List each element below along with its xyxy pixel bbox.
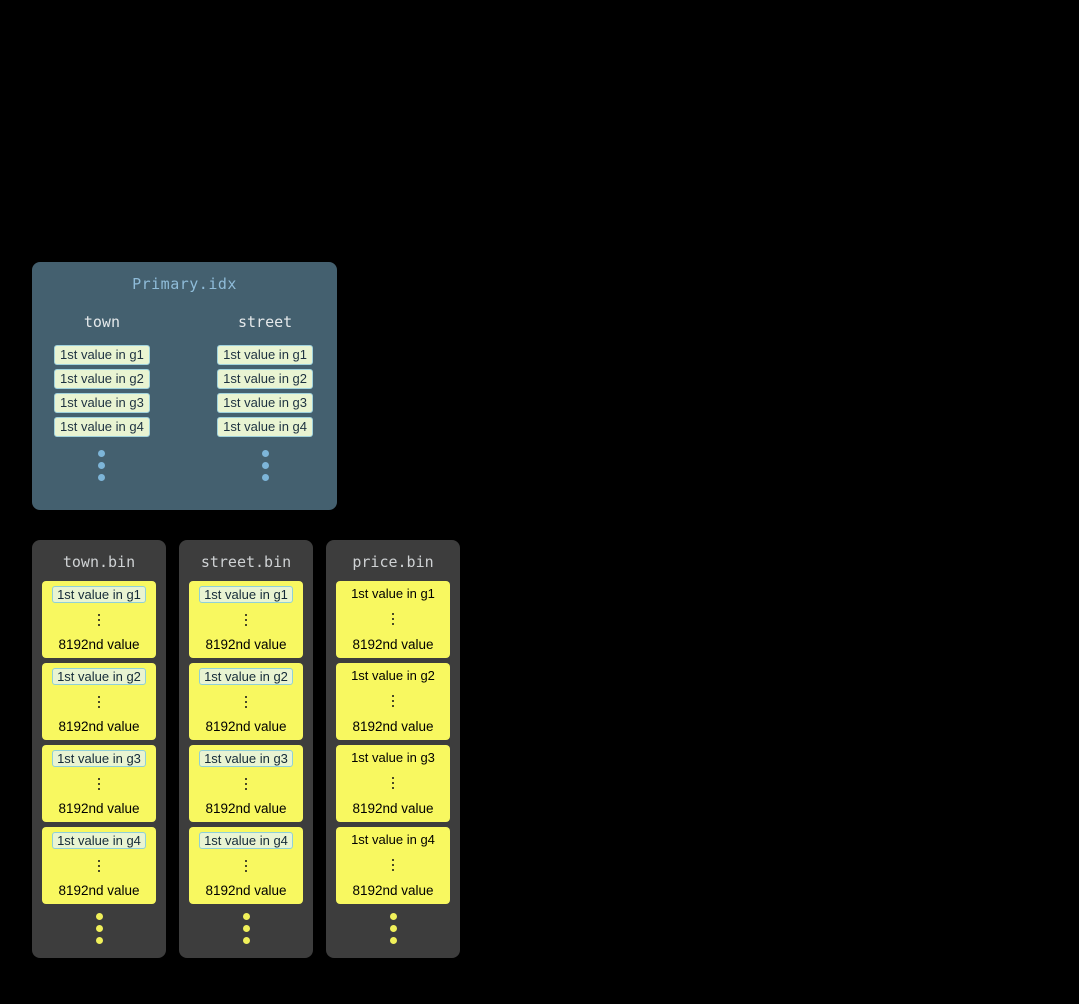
dot-icon <box>242 913 250 920</box>
vertical-ellipsis-icon <box>244 613 248 627</box>
granule-first-value: 1st value in g4 <box>351 832 435 847</box>
granule-block: 1st value in g1 8192nd value <box>336 581 450 658</box>
index-mark-chip: 1st value in g3 <box>217 393 313 413</box>
granule-last-value: 8192nd value <box>352 637 434 652</box>
granule-block: 1st value in g3 8192nd value <box>189 745 303 822</box>
dot-icon <box>261 462 269 469</box>
granule-block: 1st value in g2 8192nd value <box>336 663 450 740</box>
bin-panel-town: town.bin 1st value in g1 8192nd value 1s… <box>32 540 166 958</box>
granule-last-value: 8192nd value <box>58 801 140 816</box>
granule-last-value: 8192nd value <box>205 637 287 652</box>
granule-block: 1st value in g4 8192nd value <box>336 827 450 904</box>
granule-last-value: 8192nd value <box>352 719 434 734</box>
granule-last-value: 8192nd value <box>205 801 287 816</box>
granule-last-value: 8192nd value <box>352 883 434 898</box>
primary-column-town: town 1st value in g1 1st value in g2 1st… <box>54 313 150 481</box>
granule-first-value: 1st value in g2 <box>52 668 146 685</box>
granule-last-value: 8192nd value <box>205 883 287 898</box>
granule-first-value: 1st value in g2 <box>199 668 293 685</box>
granule-block: 1st value in g3 8192nd value <box>42 745 156 822</box>
dot-icon <box>95 937 103 944</box>
bin-panel-street: street.bin 1st value in g1 8192nd value … <box>179 540 313 958</box>
dot-icon <box>242 937 250 944</box>
ellipsis-dots <box>42 913 156 944</box>
dot-icon <box>389 913 397 920</box>
index-mark-chip: 1st value in g1 <box>217 345 313 365</box>
vertical-ellipsis-icon <box>97 777 101 791</box>
index-mark-chip: 1st value in g1 <box>54 345 150 365</box>
vertical-ellipsis-icon <box>244 695 248 709</box>
bin-panel-price: price.bin 1st value in g1 8192nd value 1… <box>326 540 460 958</box>
granule-block: 1st value in g2 8192nd value <box>42 663 156 740</box>
granule-first-value: 1st value in g3 <box>52 750 146 767</box>
granule-first-value: 1st value in g3 <box>351 750 435 765</box>
vertical-ellipsis-icon <box>244 777 248 791</box>
vertical-ellipsis-icon <box>391 776 395 790</box>
vertical-ellipsis-icon <box>391 694 395 708</box>
granule-first-value: 1st value in g4 <box>199 832 293 849</box>
dot-icon <box>261 474 269 481</box>
granule-block: 1st value in g4 8192nd value <box>189 827 303 904</box>
vertical-ellipsis-icon <box>244 859 248 873</box>
index-mark-chip: 1st value in g4 <box>54 417 150 437</box>
primary-column-street: street 1st value in g1 1st value in g2 1… <box>217 313 313 481</box>
granule-first-value: 1st value in g1 <box>199 586 293 603</box>
vertical-ellipsis-icon <box>97 695 101 709</box>
granule-first-value: 1st value in g4 <box>52 832 146 849</box>
vertical-ellipsis-icon <box>391 858 395 872</box>
granule-last-value: 8192nd value <box>205 719 287 734</box>
dot-icon <box>242 925 250 932</box>
dot-icon <box>95 913 103 920</box>
bin-title: price.bin <box>352 553 434 571</box>
granule-block: 1st value in g4 8192nd value <box>42 827 156 904</box>
granule-block: 1st value in g1 8192nd value <box>42 581 156 658</box>
granule-first-value: 1st value in g3 <box>199 750 293 767</box>
index-mark-chip: 1st value in g3 <box>54 393 150 413</box>
vertical-ellipsis-icon <box>97 859 101 873</box>
ellipsis-dots <box>261 450 269 481</box>
granule-first-value: 1st value in g1 <box>351 586 435 601</box>
granule-last-value: 8192nd value <box>352 801 434 816</box>
bin-title: town.bin <box>62 553 136 571</box>
granule-block: 1st value in g2 8192nd value <box>189 663 303 740</box>
dot-icon <box>261 450 269 457</box>
granule-block: 1st value in g1 8192nd value <box>189 581 303 658</box>
dot-icon <box>98 462 106 469</box>
dot-icon <box>389 937 397 944</box>
dot-icon <box>98 474 106 481</box>
index-mark-chip: 1st value in g4 <box>217 417 313 437</box>
vertical-ellipsis-icon <box>97 613 101 627</box>
dot-icon <box>389 925 397 932</box>
bin-panels-row: town.bin 1st value in g1 8192nd value 1s… <box>32 540 460 958</box>
primary-index-columns: town 1st value in g1 1st value in g2 1st… <box>32 313 337 481</box>
ellipsis-dots <box>98 450 106 481</box>
index-mark-chip: 1st value in g2 <box>217 369 313 389</box>
granule-first-value: 1st value in g1 <box>52 586 146 603</box>
granule-last-value: 8192nd value <box>58 883 140 898</box>
column-header: street <box>237 313 293 331</box>
granule-last-value: 8192nd value <box>58 719 140 734</box>
ellipsis-dots <box>336 913 450 944</box>
bin-title: street.bin <box>200 553 292 571</box>
vertical-ellipsis-icon <box>391 612 395 626</box>
primary-index-panel: Primary.idx town 1st value in g1 1st val… <box>32 262 337 510</box>
granule-last-value: 8192nd value <box>58 637 140 652</box>
granule-block: 1st value in g3 8192nd value <box>336 745 450 822</box>
dot-icon <box>98 450 106 457</box>
granule-first-value: 1st value in g2 <box>351 668 435 683</box>
dot-icon <box>95 925 103 932</box>
ellipsis-dots <box>189 913 303 944</box>
column-header: town <box>83 313 120 331</box>
primary-index-title: Primary.idx <box>132 275 237 293</box>
index-mark-chip: 1st value in g2 <box>54 369 150 389</box>
